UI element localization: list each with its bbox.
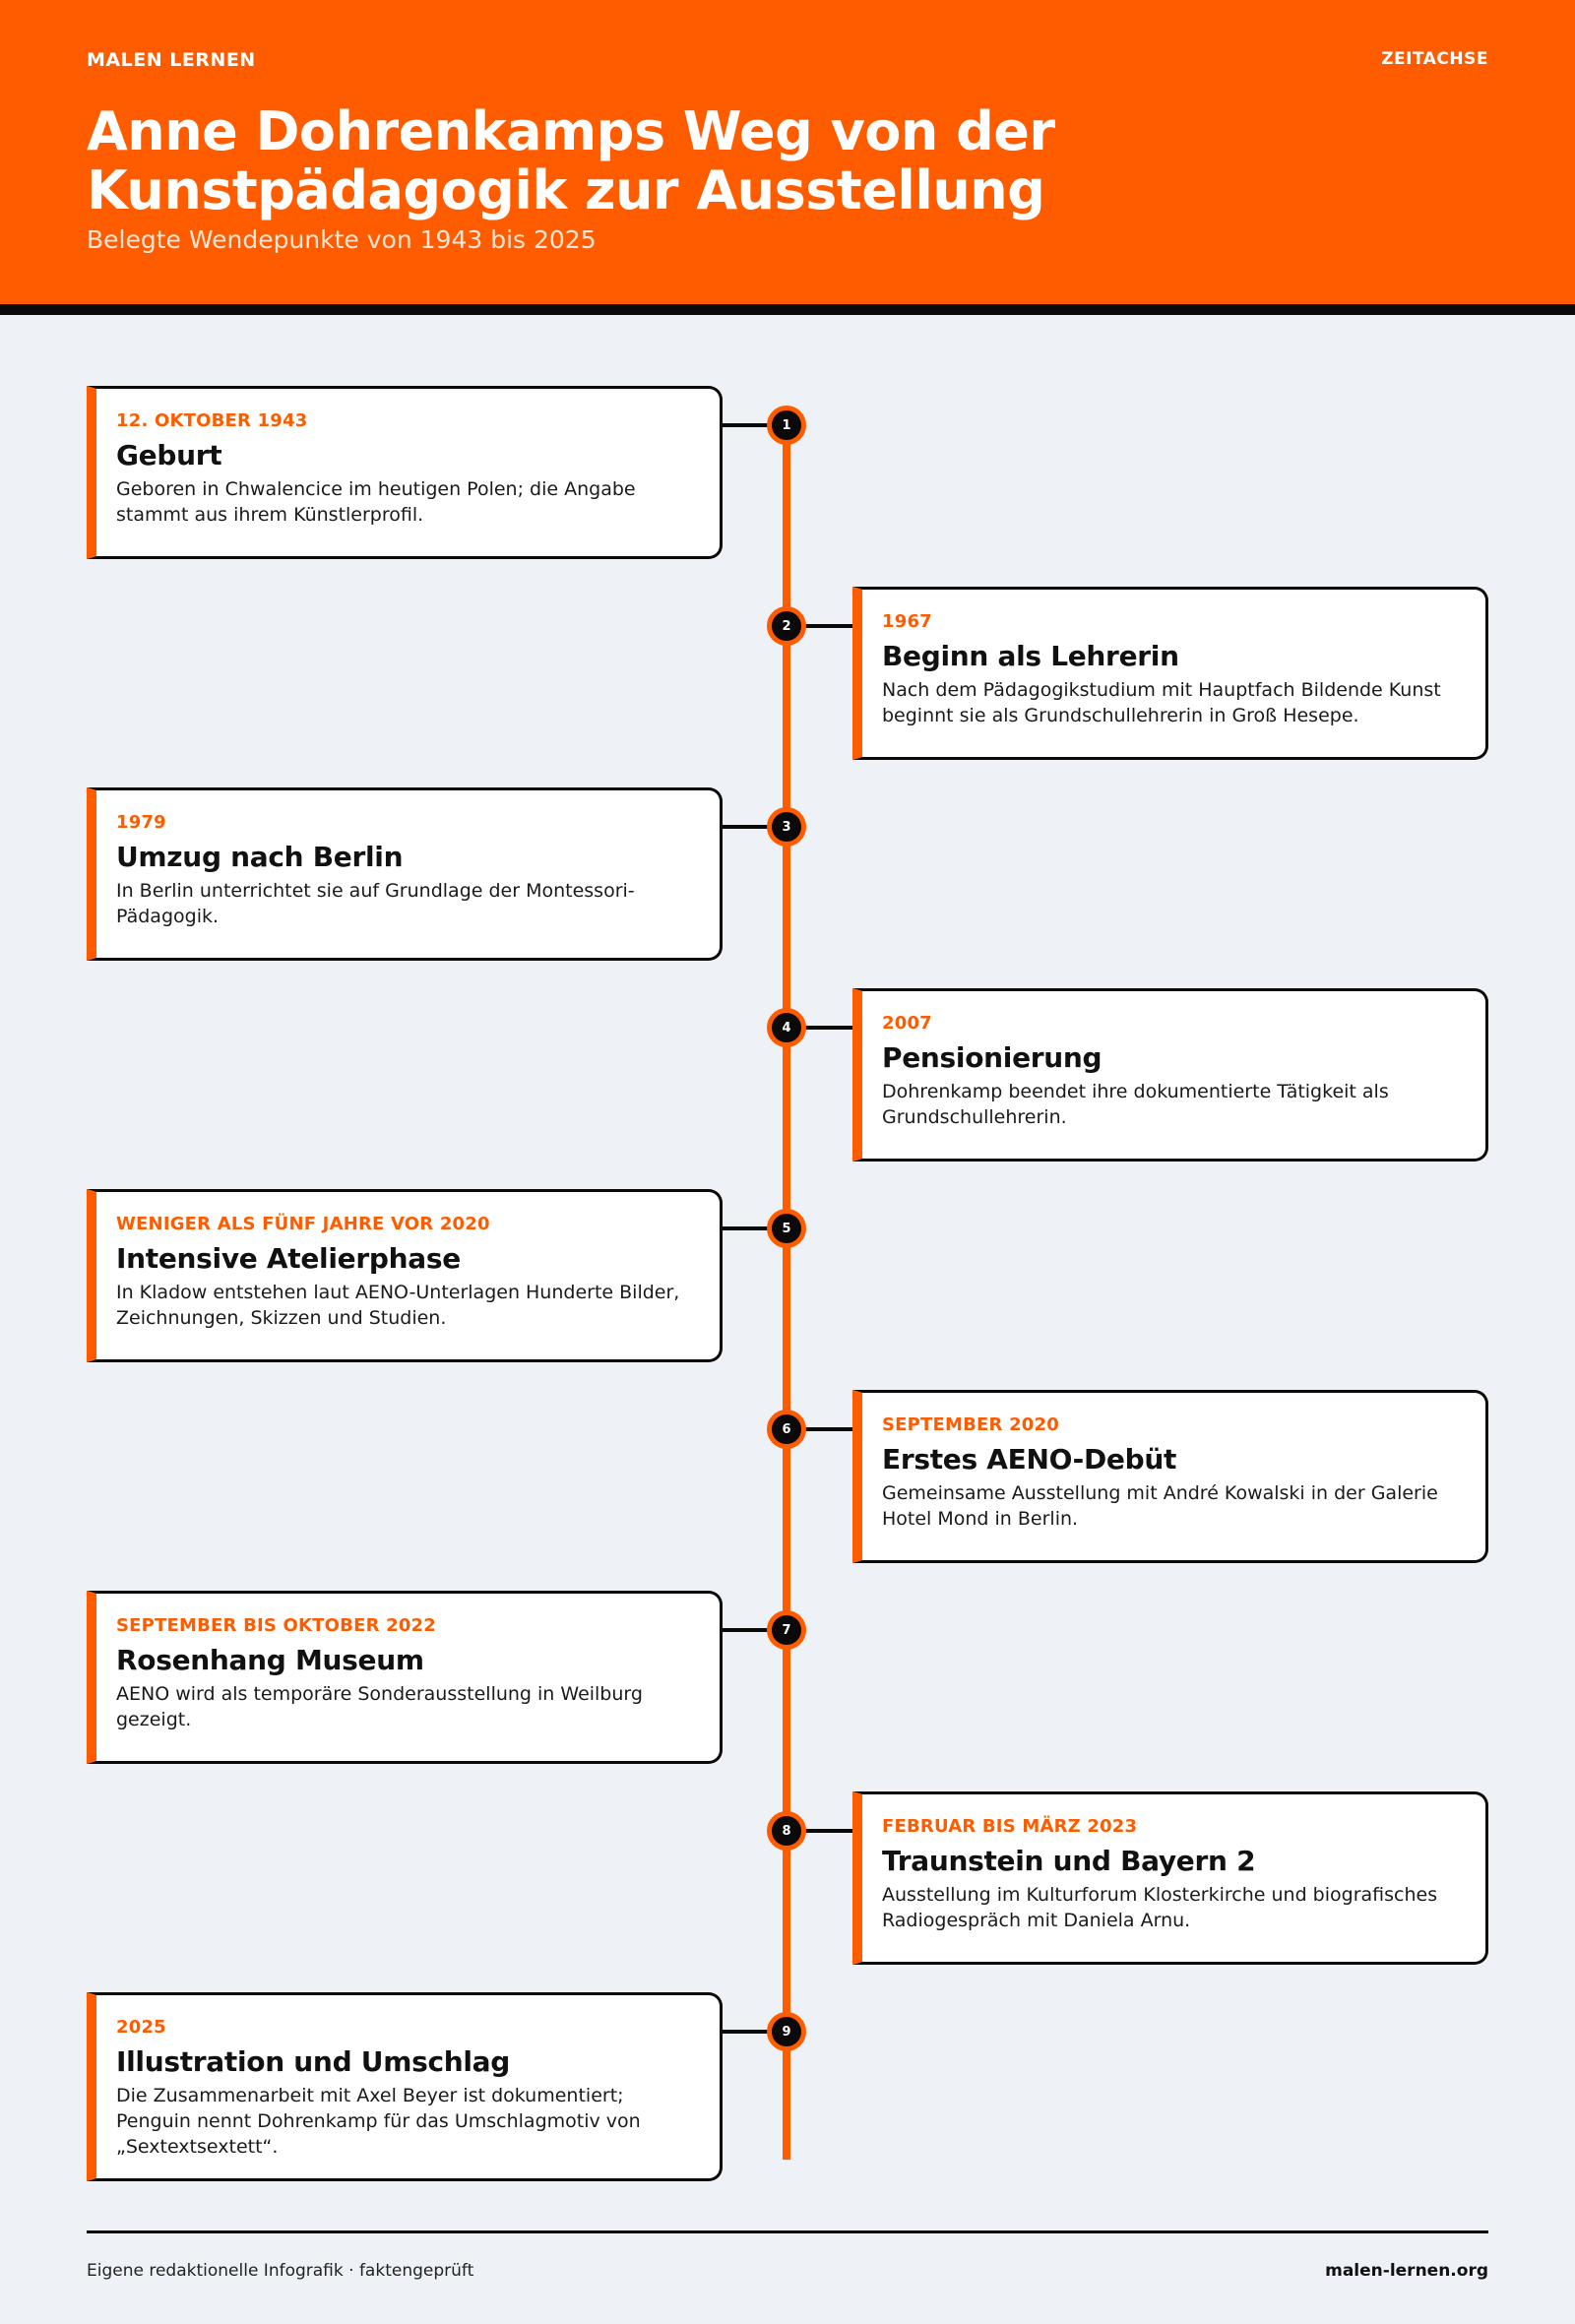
event-text: Gemeinsame Ausstellung mit André Kowalsk… [882, 1482, 1438, 1530]
header: MALEN LERNEN ZEITACHSE Anne Dohrenkamps … [0, 0, 1575, 315]
timeline-node-4: 4 [767, 1008, 806, 1047]
timeline-node-9: 9 [767, 2012, 806, 2051]
event-title: Erstes AENO-Debüt [882, 1443, 1177, 1476]
timeline-node-8: 8 [767, 1811, 806, 1851]
timeline-node-6: 6 [767, 1410, 806, 1449]
footer-divider [87, 2230, 1488, 2233]
event-card-7: September bis Oktober 2022 Rosenhang Mus… [87, 1591, 723, 1764]
event-title: Umzug nach Berlin [116, 841, 404, 873]
page-title: Anne Dohrenkamps Weg von der Kunstpädago… [87, 100, 1055, 221]
timeline-axis [783, 425, 790, 2160]
event-card-4: 2007 Pensionierung Dohrenkamp beendet ih… [852, 988, 1488, 1162]
event-date: 2025 [116, 2017, 166, 2038]
event-title: Illustration und Umschlag [116, 2045, 511, 2078]
event-date: Weniger als fünf Jahre vor 2020 [116, 1214, 490, 1234]
connector-3 [723, 825, 770, 829]
event-text: In Berlin unterrichtet sie auf Grundlage… [116, 880, 635, 927]
event-title: Rosenhang Museum [116, 1644, 424, 1676]
event-text: AENO wird als temporäre Sonderausstellun… [116, 1683, 643, 1730]
event-text: Ausstellung im Kulturforum Klosterkirche… [882, 1884, 1438, 1931]
page-subtitle: Belegte Wendepunkte von 1943 bis 2025 [87, 225, 597, 254]
event-text: Nach dem Pädagogikstudium mit Hauptfach … [882, 679, 1441, 726]
brand-label[interactable]: MALEN LERNEN [87, 49, 256, 71]
connector-2 [805, 624, 852, 628]
event-date: 1979 [116, 812, 166, 833]
connector-5 [723, 1226, 770, 1230]
event-card-1: 12. Oktober 1943 Geburt Geboren in Chwal… [87, 386, 723, 559]
event-card-5: Weniger als fünf Jahre vor 2020 Intensiv… [87, 1189, 723, 1362]
event-date: September 2020 [882, 1414, 1059, 1435]
connector-1 [723, 423, 770, 427]
event-card-2: 1967 Beginn als Lehrerin Nach dem Pädago… [852, 587, 1488, 760]
event-title: Pensionierung [882, 1041, 1102, 1074]
event-card-3: 1979 Umzug nach Berlin In Berlin unterri… [87, 787, 723, 961]
event-card-6: September 2020 Erstes AENO-Debüt Gemeins… [852, 1390, 1488, 1563]
section-label: ZEITACHSE [1381, 49, 1488, 69]
event-title: Intensive Atelierphase [116, 1242, 461, 1275]
timeline-node-7: 7 [767, 1610, 806, 1650]
event-card-9: 2025 Illustration und Umschlag Die Zusam… [87, 1992, 723, 2181]
connector-7 [723, 1628, 770, 1632]
connector-6 [805, 1427, 852, 1431]
footer-note: Eigene redaktionelle Infografik · fakten… [87, 2261, 474, 2281]
event-text: Geboren in Chwalencice im heutigen Polen… [116, 478, 636, 526]
event-date: 2007 [882, 1013, 932, 1034]
connector-4 [805, 1026, 852, 1030]
event-title: Traunstein und Bayern 2 [882, 1845, 1256, 1877]
event-date: Februar bis März 2023 [882, 1816, 1138, 1837]
event-title: Beginn als Lehrerin [882, 640, 1179, 672]
event-date: 1967 [882, 611, 932, 632]
event-text: Die Zusammenarbeit mit Axel Beyer ist do… [116, 2085, 641, 2158]
event-date: September bis Oktober 2022 [116, 1615, 436, 1636]
connector-8 [805, 1829, 852, 1833]
event-text: In Kladow entstehen laut AENO-Unterlagen… [116, 1282, 680, 1329]
timeline-node-3: 3 [767, 807, 806, 847]
footer-site-link[interactable]: malen-lernen.org [1325, 2261, 1488, 2281]
event-text: Dohrenkamp beendet ihre dokumentierte Tä… [882, 1081, 1389, 1128]
connector-9 [723, 2030, 770, 2034]
event-date: 12. Oktober 1943 [116, 410, 308, 431]
event-card-8: Februar bis März 2023 Traunstein und Bay… [852, 1791, 1488, 1965]
event-title: Geburt [116, 439, 222, 471]
timeline-node-5: 5 [767, 1209, 806, 1248]
timeline-node-1: 1 [767, 406, 806, 445]
timeline-node-2: 2 [767, 606, 806, 646]
